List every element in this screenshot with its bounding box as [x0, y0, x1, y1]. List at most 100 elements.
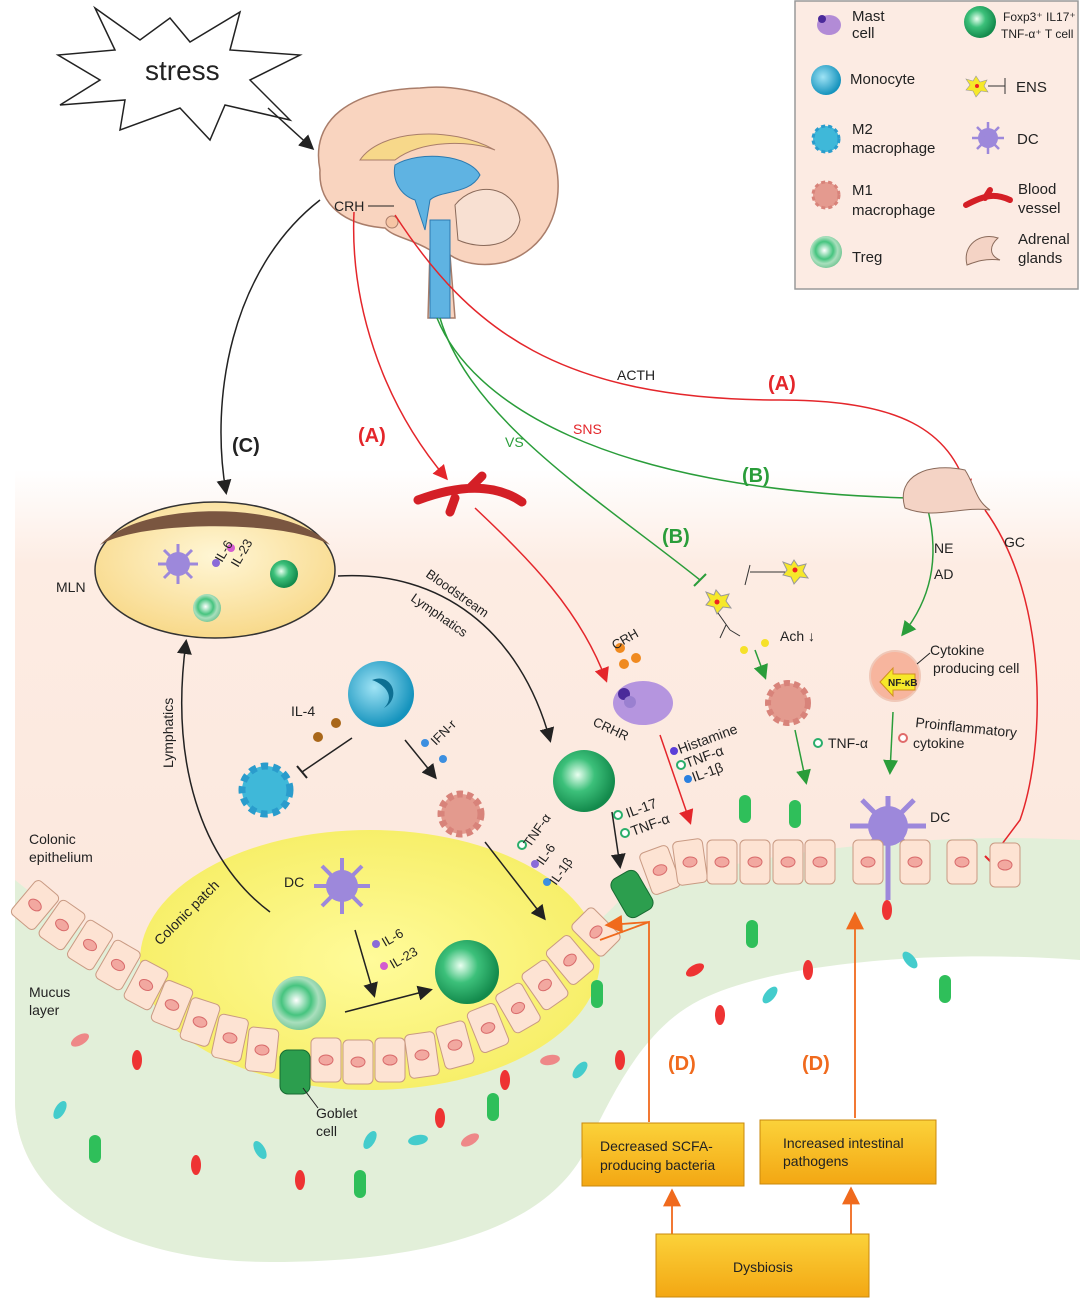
epithelial-cell	[95, 939, 141, 991]
treg-icon	[193, 594, 221, 622]
bacterium	[540, 1054, 560, 1066]
immune-pathway	[176, 199, 626, 1013]
adrenal-gland-icon	[965, 236, 1001, 266]
svg-text:glands: glands	[1018, 250, 1062, 267]
pathway-d-left: (D)	[668, 1053, 696, 1075]
gc-label: GC	[1004, 534, 1025, 550]
monocyte-icon	[348, 661, 414, 727]
legend-item-adrenal: Adrenal glands	[965, 231, 1070, 267]
bacterium	[685, 963, 705, 977]
epithelial-cell	[404, 1031, 440, 1079]
bacterium-green	[789, 800, 801, 828]
svg-text:Ach ↓: Ach ↓	[780, 628, 815, 644]
treg-icon	[272, 976, 326, 1030]
bacterium-green	[591, 980, 603, 1008]
svg-text:ENS: ENS	[1016, 79, 1047, 96]
svg-text:DC: DC	[930, 809, 950, 825]
stress-to-brain-arrow	[267, 107, 315, 151]
m1-macrophage-icon	[765, 680, 811, 726]
epithelial-cell	[244, 1026, 280, 1074]
t-cell-icon	[964, 6, 996, 38]
bacterium	[572, 1061, 588, 1079]
dysbiosis-box: Dysbiosis	[655, 1233, 870, 1298]
epithelial-cell	[67, 919, 113, 971]
m1-macrophage-icon	[437, 790, 485, 838]
m1-macrophage-icon	[811, 180, 841, 210]
colonic-epithelium-label: Colonic	[29, 831, 76, 847]
legend-item-monocyte: Monocyte	[811, 65, 915, 95]
goblet-cell: Goblet cell	[279, 869, 654, 1139]
epithelial-cell	[123, 959, 169, 1011]
svg-text:Dysbiosis: Dysbiosis	[733, 1259, 793, 1275]
bacterium	[132, 1050, 142, 1070]
epithelial-cell	[342, 1039, 374, 1085]
legend-item-t-cell: Foxp3⁺ IL17⁺TNF-α⁺ T cell	[964, 6, 1076, 41]
svg-text:producing cell: producing cell	[933, 660, 1019, 676]
adrenal-gland-icon	[902, 467, 991, 514]
epithelial-cell	[150, 979, 194, 1031]
bacterium-green	[487, 1093, 499, 1121]
bacterium-green	[746, 920, 758, 948]
epithelial-cell	[10, 880, 60, 930]
legend-item-treg: Treg	[810, 236, 882, 268]
svg-text:Cytokine: Cytokine	[930, 642, 985, 658]
gut-microbiota	[53, 795, 951, 1198]
bacterium	[902, 951, 918, 969]
bacterium	[253, 1140, 267, 1160]
m2-macrophage-icon	[238, 762, 294, 818]
treg-icon	[810, 236, 842, 268]
svg-text:macrophage: macrophage	[852, 202, 935, 219]
svg-text:Monocyte: Monocyte	[850, 71, 915, 88]
bacterium	[882, 900, 892, 920]
svg-text:cytokine: cytokine	[913, 735, 965, 751]
epithelial-cell	[639, 845, 681, 895]
svg-text:layer: layer	[29, 1002, 60, 1018]
legend-item-ens: ENS	[965, 75, 1047, 98]
pathogens-box: Increased intestinal pathogens	[759, 1119, 937, 1185]
sns-label: SNS	[573, 421, 602, 437]
epithelial-cell	[946, 839, 978, 885]
svg-text:Blood: Blood	[1018, 181, 1056, 198]
bacterium	[460, 1133, 480, 1147]
blood-vessel-icon	[413, 471, 527, 517]
pathway-c: (C)	[232, 435, 260, 457]
svg-text:IL-4: IL-4	[291, 703, 315, 719]
bacterium	[762, 986, 778, 1004]
svg-text:Adrenal: Adrenal	[1018, 231, 1070, 248]
epithelial-cell	[435, 1020, 475, 1070]
svg-text:vessel: vessel	[1018, 200, 1061, 217]
svg-text:TNF-α⁺ T cell: TNF-α⁺ T cell	[1001, 27, 1073, 41]
pathway-a-left: (A)	[358, 425, 386, 447]
bacterium	[435, 1108, 445, 1128]
svg-text:Goblet: Goblet	[316, 1105, 357, 1121]
hpa-pathway	[352, 211, 1038, 867]
colonic-epithelium	[10, 838, 1021, 1085]
bacterium	[53, 1100, 67, 1120]
bacterium	[408, 1134, 428, 1146]
svg-text:CRH: CRH	[334, 198, 364, 214]
mucus-layer-label: Mucus	[29, 984, 70, 1000]
epithelial-cell	[989, 842, 1021, 888]
dc-icon	[972, 122, 1004, 154]
svg-text:MLN: MLN	[56, 579, 86, 595]
blood-vessel-icon	[963, 187, 1013, 208]
svg-text:cell: cell	[316, 1123, 337, 1139]
epithelial-cell	[772, 839, 804, 885]
pathway-d-right: (D)	[802, 1053, 830, 1075]
dc-icon	[850, 796, 926, 900]
epithelial-cell	[310, 1037, 342, 1083]
svg-text:producing bacteria: producing bacteria	[600, 1157, 715, 1173]
lymphatics-vertical-label: Lymphatics	[160, 698, 176, 768]
pathway-a-right: (A)	[768, 373, 796, 395]
ad-label: AD	[934, 566, 953, 582]
svg-text:pathogens: pathogens	[783, 1153, 848, 1169]
epithelial-cell	[179, 997, 221, 1047]
brain-illustration: CRH	[317, 86, 559, 319]
epithelial-cell	[495, 982, 541, 1034]
ne-label: NE	[934, 540, 953, 556]
svg-text:Mast: Mast	[852, 8, 885, 25]
svg-text:TNF-α: TNF-α	[828, 735, 868, 751]
stress-burst: stress	[55, 5, 303, 142]
